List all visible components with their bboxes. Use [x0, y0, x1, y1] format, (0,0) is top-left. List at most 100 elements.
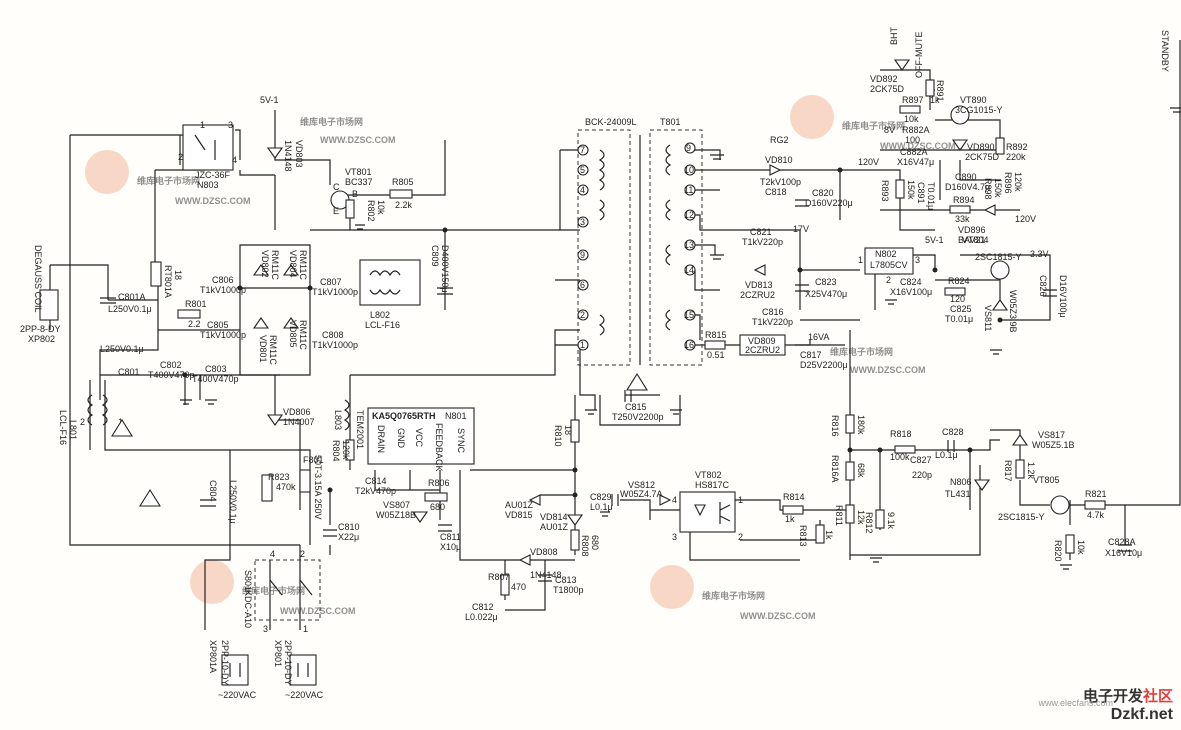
- label-r823: R823: [268, 472, 290, 482]
- label-r891v: 1k: [930, 95, 940, 105]
- label-vd890v: 2CK75D: [965, 152, 1000, 162]
- diode-vd890: [951, 139, 969, 151]
- ic-pin-vcc: VCC: [414, 428, 424, 448]
- label-f801v: 50T-3.15A 250V: [313, 455, 323, 520]
- label-c801av: L250V0.1μ: [108, 304, 152, 314]
- pin-label: 1: [303, 624, 308, 634]
- label-vd802v: RM11C: [270, 250, 280, 280]
- label-r818v: 100k: [890, 452, 910, 462]
- label-r817v: 1.2k: [1026, 462, 1036, 480]
- resistor-r818: [894, 445, 916, 454]
- ic-n802: [864, 247, 914, 275]
- thermistor-rt801a: [150, 261, 162, 287]
- label-vd892: VD892: [870, 74, 898, 84]
- connector-xp801a[interactable]: [221, 654, 249, 686]
- resistor-r897: [899, 105, 921, 114]
- label-r815: R815: [705, 330, 727, 340]
- resistor-r815: [704, 340, 726, 350]
- watermark-url: WWW.DZSC.COM: [740, 611, 816, 621]
- label-c820v: D160V220μ: [805, 198, 853, 208]
- label-r804v: 120k: [341, 440, 351, 460]
- switch-s801[interactable]: [254, 559, 321, 621]
- connector-xp801[interactable]: [289, 654, 317, 686]
- label-c828v: L0.1μ: [935, 450, 958, 460]
- rail-8v: 8V: [884, 125, 895, 135]
- resistor-r812: [875, 509, 885, 529]
- label-xp801a1: XP801A: [208, 640, 218, 673]
- label-r801: R801: [185, 299, 207, 309]
- svg-text:6: 6: [580, 280, 585, 290]
- label-r893v: 150k: [906, 180, 916, 200]
- rail-16va: 16VA: [808, 332, 829, 342]
- label-c813: C813: [555, 575, 577, 585]
- label-r892v: 220k: [1006, 152, 1026, 162]
- label-c801v: L250V0.1μ: [100, 344, 144, 354]
- diode-vd803: [266, 147, 284, 159]
- watermark-logo-icon: [190, 560, 234, 604]
- fuse-f801: [299, 469, 311, 493]
- label-s801: S801: [243, 570, 253, 591]
- ic-n801-name: KA5Q0765RTH: [372, 411, 436, 421]
- rail-standby: STANDBY: [1160, 30, 1170, 72]
- label-vd801: VD801: [258, 335, 268, 363]
- label-c808v: T1kV1000p: [312, 340, 358, 350]
- label-c827: C827: [910, 455, 932, 465]
- resistor-r814: [782, 505, 804, 515]
- label-vd806: VD806: [283, 407, 311, 417]
- diode-vd802: [252, 264, 270, 276]
- watermark-1: 维库电子市场网 WWW.DZSC.COM: [85, 150, 251, 206]
- label-c891v: T0.01μ: [926, 182, 936, 210]
- resistor-r802: [345, 199, 355, 219]
- watermark-logo-icon: [85, 150, 129, 194]
- label-r816a: R816A: [830, 455, 840, 483]
- resistor-r824: [944, 287, 966, 296]
- label-xp8012: 2PP-10-DY: [283, 640, 293, 686]
- label-vd802: VD802: [260, 250, 270, 278]
- resistor-r807: [500, 574, 510, 596]
- label-r898: R898: [983, 178, 993, 200]
- svg-text:3: 3: [580, 217, 585, 227]
- label-c825: C825: [950, 304, 972, 314]
- label-vs817v: W05Z5.1B: [1032, 440, 1075, 450]
- label-r897v: 10k: [904, 114, 919, 124]
- label-vt890: VT890: [960, 95, 987, 105]
- warning-icon: [139, 488, 161, 507]
- watermark-url: WWW.DZSC.COM: [175, 196, 251, 206]
- diode-vd810: [769, 164, 782, 176]
- transformer-bck-primary: [577, 129, 631, 366]
- watermark-logo-icon: [790, 95, 834, 139]
- watermark-text: 维库电子市场网: [830, 346, 893, 357]
- label-c812v: L0.022μ: [465, 612, 498, 622]
- rail-120v-a: 120V: [858, 157, 879, 167]
- label-r812: R812: [864, 512, 874, 534]
- label-r823v: 470k: [276, 482, 296, 492]
- inductor-l802: [359, 259, 421, 306]
- label-r894v: 33k: [955, 214, 970, 224]
- label-c810v: X22μ: [338, 532, 359, 542]
- pin-label: B: [352, 189, 358, 199]
- label-vt802v: HS817C: [695, 480, 730, 490]
- label-c807v: T1kV1000p: [312, 287, 358, 297]
- label-xp801a3: ~220VAC: [218, 690, 257, 700]
- svg-text:12: 12: [684, 210, 694, 220]
- pin-label: 4: [270, 549, 275, 559]
- connector-xp802[interactable]: [39, 289, 59, 321]
- label-c828: C828: [942, 427, 964, 437]
- label-r821: R821: [1085, 489, 1107, 499]
- label-c821: C821: [750, 227, 772, 237]
- ic-n801-ref: N801: [445, 411, 467, 421]
- relay-n803: [182, 124, 234, 171]
- svg-text:13: 13: [684, 240, 694, 250]
- rail-120v-b: 120V: [1015, 214, 1036, 224]
- label-vd814: VD814: [540, 512, 568, 522]
- label-r891: R891: [935, 80, 945, 102]
- svg-text:2: 2: [580, 310, 585, 320]
- label-c804v: L250V0.1μ: [228, 480, 238, 524]
- transistor-vt890: [950, 105, 970, 125]
- label-r816: R816: [830, 415, 840, 437]
- pin-label: 2: [738, 532, 743, 542]
- label-vs812: VS812: [628, 480, 655, 490]
- label-bck: BCK-24009L: [585, 117, 637, 127]
- label-c828a: C828A: [1108, 537, 1136, 547]
